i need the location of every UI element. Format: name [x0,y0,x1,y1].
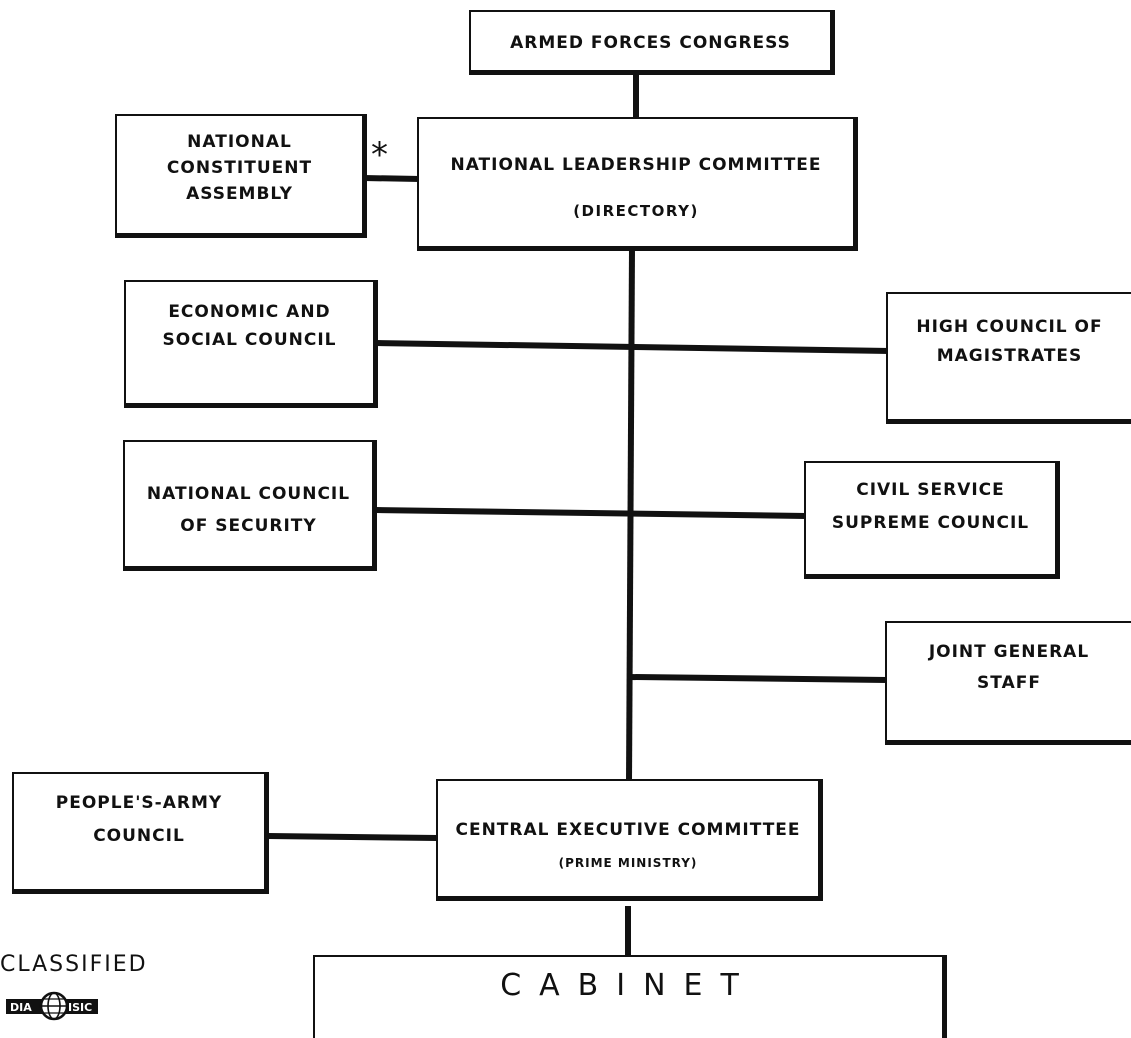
economic-council-line1: ECONOMIC AND [168,302,331,322]
assembly-label-line3: ASSEMBLY [186,184,293,204]
civil-service-supreme-council-box: CIVIL SERVICE SUPREME COUNCIL [804,461,1060,579]
line-spine-to-joint-staff [629,674,888,683]
peoples-army-council-box: PEOPLE'S-ARMY COUNCIL [12,772,269,894]
svg-text:ISIC: ISIC [68,1001,92,1014]
armed-forces-congress-label: ARMED FORCES CONGRESS [510,33,791,53]
economic-social-council-box: ECONOMIC AND SOCIAL COUNCIL [124,280,378,408]
central-executive-committee-box: CENTRAL EXECUTIVE COMMITTEE (PRIME MINIS… [436,779,823,901]
cabinet-box: CABINET [313,955,947,1038]
directory-label: (DIRECTORY) [573,202,699,220]
civil-service-line1: CIVIL SERVICE [856,480,1005,500]
high-council-magistrates-box: HIGH COUNCIL OF MAGISTRATES [886,292,1131,424]
peoples-army-line2: COUNCIL [93,826,185,846]
assembly-label-line1: NATIONAL [187,132,292,152]
civil-service-line2: SUPREME COUNCIL [831,513,1030,533]
national-council-security-box: NATIONAL COUNCIL OF SECURITY [123,440,377,571]
svg-text:DIA: DIA [10,1001,32,1014]
joint-staff-line1: JOINT GENERAL [928,642,1090,662]
line-peoples-army-to-executive [267,833,439,841]
peoples-army-line1: PEOPLE'S-ARMY [55,793,223,813]
security-council-line2: OF SECURITY [180,516,317,536]
magistrates-line1: HIGH COUNCIL OF [916,317,1103,337]
assembly-label-line2: CONSTITUENT [166,158,313,178]
leadership-committee-label: NATIONAL LEADERSHIP COMMITTEE [450,155,822,175]
dia-isic-stamp-logo: DIA ISIC [6,991,98,1021]
national-leadership-committee-box: NATIONAL LEADERSHIP COMMITTEE (DIRECTORY… [417,117,858,251]
magistrates-line2: MAGISTRATES [936,346,1083,366]
armed-forces-congress-box: ARMED FORCES CONGRESS [469,10,835,75]
executive-committee-label: CENTRAL EXECUTIVE COMMITTEE [455,820,801,840]
security-council-line1: NATIONAL COUNCIL [146,484,351,504]
cabinet-label: CABINET [500,968,757,1003]
prime-ministry-label: (PRIME MINISTRY) [558,856,698,870]
economic-council-line2: SOCIAL COUNCIL [162,330,337,350]
classified-marking: CLASSIFIED [0,952,148,977]
line-security-to-civil-service [375,507,807,519]
joint-general-staff-box: JOINT GENERAL STAFF [885,621,1131,745]
asterisk-footnote-mark: * [371,135,388,175]
line-assembly-to-leadership [363,175,421,182]
national-constituent-assembly-box: NATIONAL CONSTITUENT ASSEMBLY [115,114,367,238]
line-economic-to-magistrates [375,340,891,354]
joint-staff-line2: STAFF [977,673,1041,693]
